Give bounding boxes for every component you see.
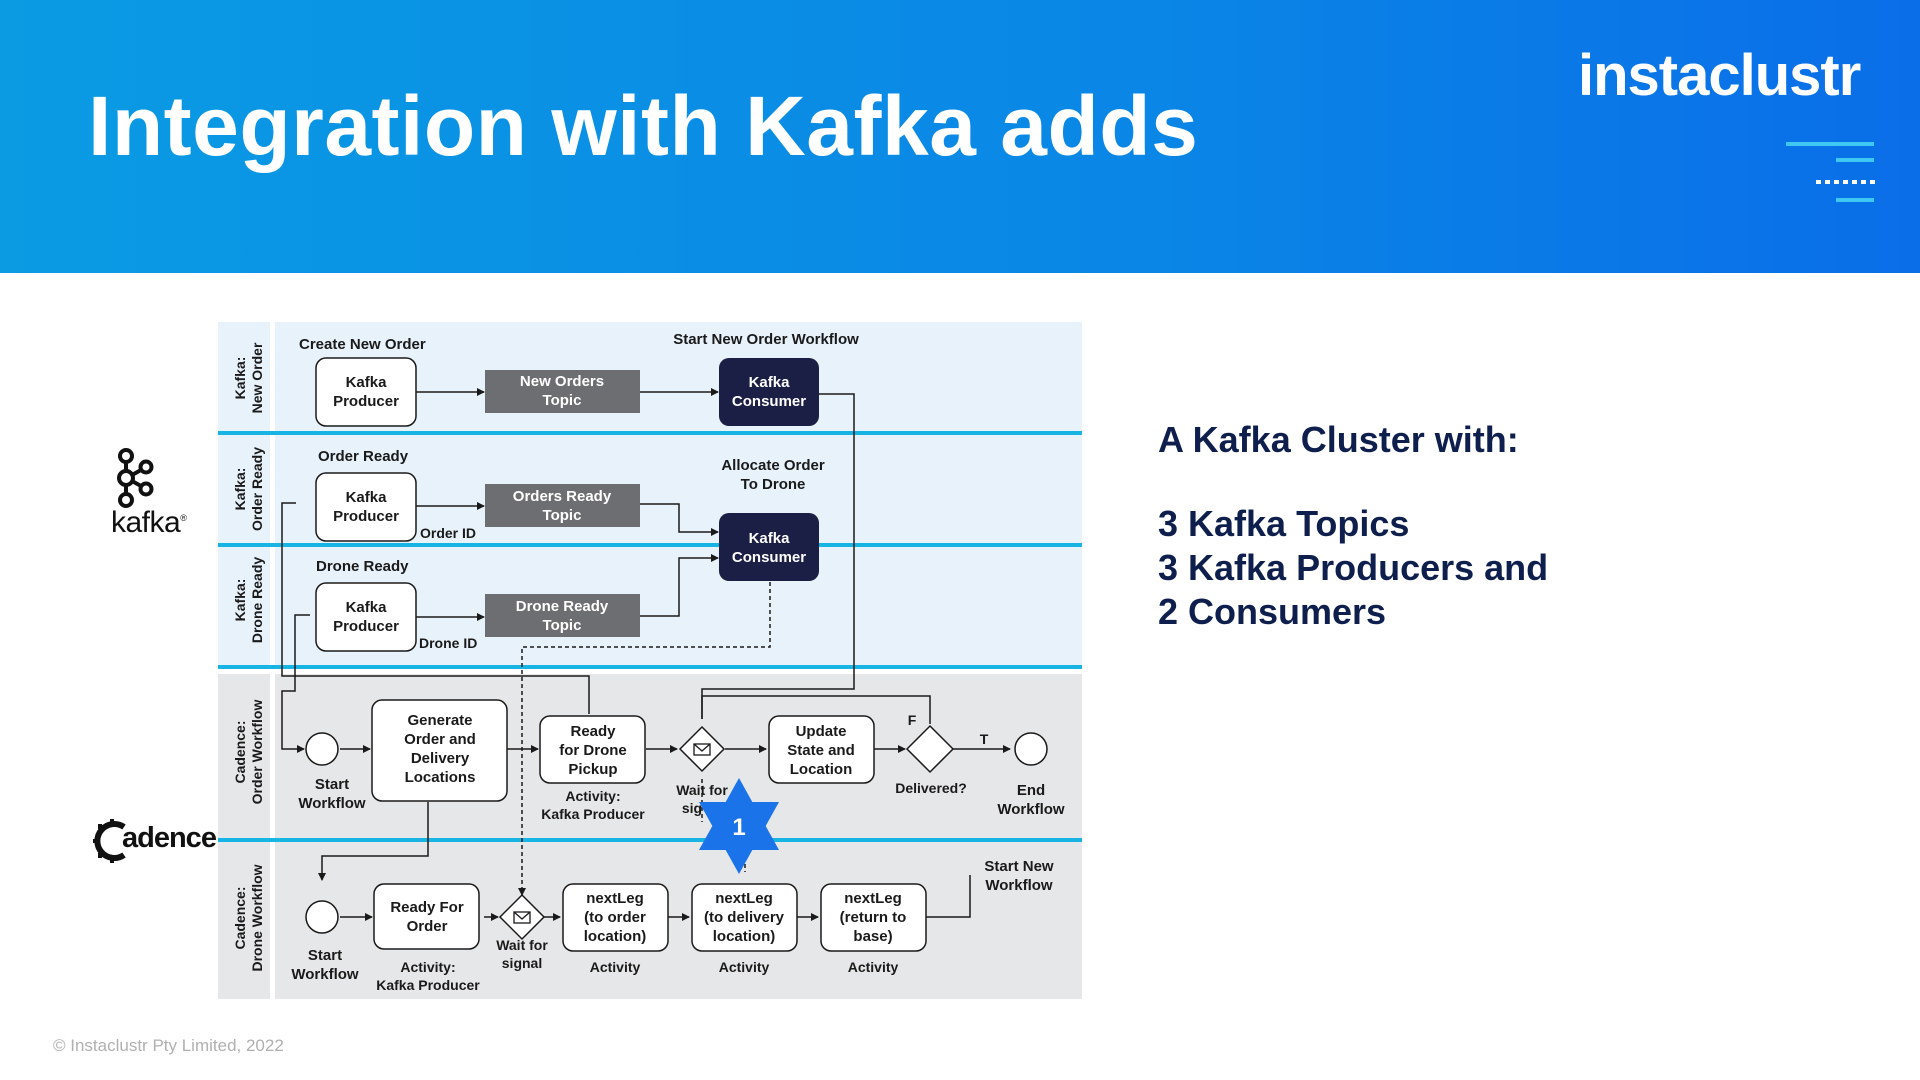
workflow-diagram: Kafka:New Order Kafka:Order Ready Kafka:… <box>218 322 1082 999</box>
end-event-order <box>1014 732 1048 766</box>
label-order-ready: Order Ready <box>318 448 409 465</box>
slide-title: Integration with Kafka adds <box>88 79 1199 173</box>
instaclustr-logo: instaclustr <box>1578 43 1861 108</box>
label-drone-ready: Drone Ready <box>316 558 409 575</box>
cluster-topics: 3 Kafka Topics <box>1158 503 1410 544</box>
cluster-heading: A Kafka Cluster with: <box>1158 419 1519 460</box>
start-event-order <box>305 732 339 766</box>
label-activity-leg2: Activity <box>719 959 770 975</box>
label-activity-kafka-producer-order: Activity:Kafka Producer <box>541 788 645 822</box>
label-activity-leg1: Activity <box>590 959 641 975</box>
cluster-summary: A Kafka Cluster with: 3 Kafka Topics 3 K… <box>1158 418 1758 634</box>
envelope-icon <box>693 743 711 756</box>
label-start-new-order-workflow: Start New Order Workflow <box>673 331 859 348</box>
label-order-id: Order ID <box>420 525 476 541</box>
label-create-new-order: Create New Order <box>299 336 426 353</box>
cadence-logo-text: adence <box>122 822 217 854</box>
wait-signal-gateway-drone <box>498 893 546 941</box>
footer-copyright: © Instaclustr Pty Limited, 2022 <box>53 1036 284 1055</box>
star-badge: 1 <box>699 778 779 874</box>
lane-label-drone-ready: Kafka:Drone Ready <box>232 557 265 644</box>
header-banner: Integration with Kafka adds instaclustr <box>0 0 1920 273</box>
lane-label-order-ready: Kafka:Order Ready <box>232 447 265 531</box>
cluster-producers: 3 Kafka Producers and <box>1158 547 1549 588</box>
lane-label-order-workflow: Cadence:Order Workflow <box>232 700 265 805</box>
lane-label-drone-workflow: Cadence:Drone Workflow <box>232 864 265 971</box>
lane-label-new-order: Kafka:New Order <box>232 342 265 413</box>
svg-text:1: 1 <box>732 814 745 841</box>
flow-connectors <box>281 388 1011 921</box>
label-flag-f: F <box>908 712 917 728</box>
label-activity-leg3: Activity <box>848 959 899 975</box>
label-activity-kafka-producer-drone: Activity:Kafka Producer <box>376 959 480 993</box>
label-drone-id: Drone ID <box>419 635 477 651</box>
kafka-logo-icon <box>117 448 154 508</box>
cluster-consumers: 2 Consumers <box>1158 591 1387 632</box>
envelope-icon <box>513 911 531 924</box>
kafka-logo-text: kafka® <box>111 506 187 539</box>
lane-separators <box>218 431 1082 842</box>
label-flag-t: T <box>980 731 989 747</box>
label-delivered: Delivered? <box>895 780 967 796</box>
start-event-drone <box>305 900 339 934</box>
delivered-gateway <box>905 724 955 774</box>
cadence-logo-icon <box>93 819 126 863</box>
brand-lines-icon <box>1786 142 1875 202</box>
wait-signal-gateway-order <box>678 725 726 773</box>
